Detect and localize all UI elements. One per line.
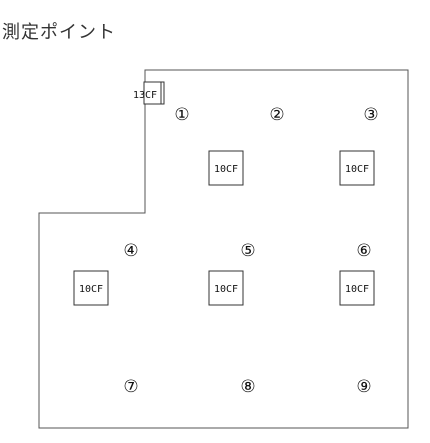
measurement-point: ① — [174, 105, 189, 125]
ac-unit-label: 10CF — [214, 284, 238, 295]
ac-unit-label: 10CF — [79, 284, 103, 295]
ac-unit: 10CF — [208, 150, 244, 186]
ac-unit-label: 10CF — [214, 164, 238, 175]
measurement-point: ⑥ — [356, 241, 371, 261]
measurement-point: ③ — [363, 105, 378, 125]
ac-unit: 10CF — [208, 270, 244, 306]
ac-unit-label: 10CF — [345, 284, 369, 295]
measurement-point: ⑤ — [240, 241, 255, 261]
small-ac-unit-label: 13CF — [133, 90, 157, 101]
ac-unit: 10CF — [339, 270, 375, 306]
ac-unit-box — [339, 150, 375, 186]
ac-unit: 10CF — [73, 270, 109, 306]
ac-unit: 10CF — [339, 150, 375, 186]
measurement-point: ⑦ — [123, 377, 138, 397]
measurement-point: ⑧ — [240, 377, 255, 397]
small-ac-unit-body — [143, 81, 165, 105]
measurement-point: ⑨ — [356, 377, 371, 397]
page-title: 測定ポイント — [2, 22, 116, 43]
measurement-point: ④ — [123, 241, 138, 261]
ac-unit-box — [208, 150, 244, 186]
small-ac-unit: 13CF — [133, 81, 165, 105]
ac-unit-box — [208, 270, 244, 306]
ac-unit-label: 10CF — [345, 164, 369, 175]
room-outline — [38, 69, 409, 429]
ac-unit-box — [339, 270, 375, 306]
measurement-point: ② — [269, 105, 284, 125]
ac-unit-box — [73, 270, 109, 306]
